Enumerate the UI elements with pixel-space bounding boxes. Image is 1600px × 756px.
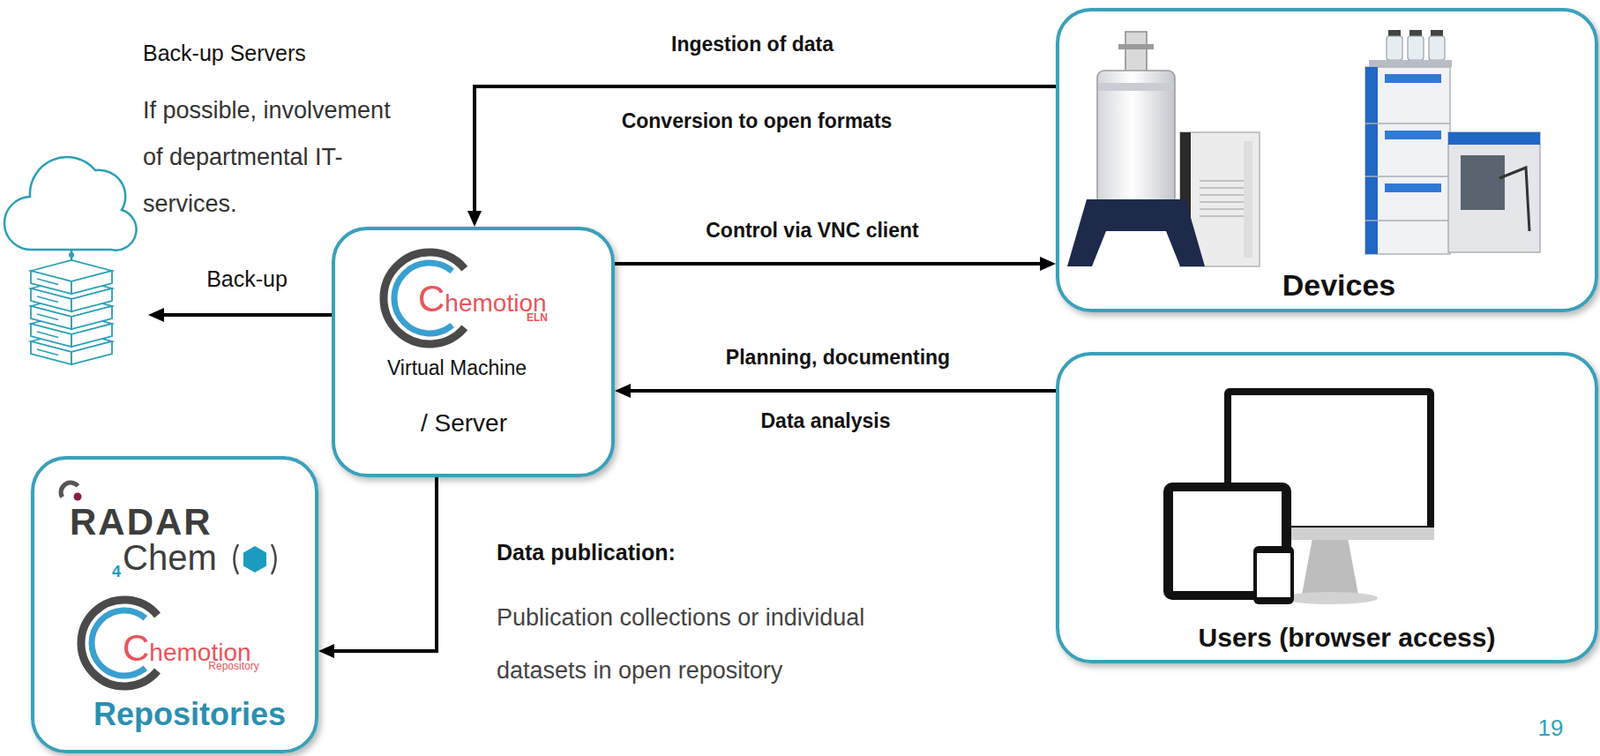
- solvent-bottle: [1386, 36, 1403, 60]
- edge-label: Data publication:: [493, 538, 680, 566]
- group-note: If possible, involvement of departmental…: [142, 87, 404, 228]
- slab-slot: [37, 314, 59, 321]
- logo-subtext: Repository: [208, 660, 259, 673]
- slab-slot: [37, 331, 59, 338]
- console-vents: [1199, 180, 1251, 217]
- group-heading: Back-up Servers: [142, 40, 307, 67]
- autosampler-arm: [1499, 167, 1530, 232]
- autosampler-band: [1448, 132, 1541, 145]
- box-title: / Server: [420, 409, 508, 438]
- solvent-cap: [1409, 29, 1422, 37]
- module-panel: [1384, 74, 1442, 83]
- edge-label: Back-up: [202, 265, 292, 292]
- slab-slot: [37, 278, 59, 285]
- cloud-link-dot: [68, 252, 75, 258]
- logo-text: RADAR: [69, 500, 213, 544]
- magnet-body: [1097, 70, 1175, 205]
- radar-dot: [74, 493, 83, 501]
- solvent-cap: [1388, 29, 1401, 37]
- magnet-legs: [1067, 199, 1205, 267]
- module-panel: [1384, 130, 1442, 140]
- module-seams: [1365, 123, 1451, 221]
- logo-subtext: ELN: [526, 312, 548, 325]
- device-box: Devices: [1055, 7, 1599, 313]
- solvent-tray: [1368, 59, 1452, 68]
- nmr-spectrometer: [1067, 31, 1260, 267]
- monitor-stand: [1301, 538, 1359, 595]
- box-title: Virtual Machine: [387, 356, 527, 380]
- radar-logo-mark: [60, 482, 82, 501]
- flow-arrow: [325, 477, 437, 651]
- page-number: 19: [1538, 714, 1564, 742]
- server-box: ChemotionELNVirtual Machine/ Server: [331, 226, 615, 478]
- hexagon: [243, 545, 267, 573]
- edge-label: Planning, documenting: [722, 345, 954, 371]
- slab-left: [30, 270, 72, 294]
- edge-label: Control via VNC client: [702, 218, 923, 244]
- slab-slot: [37, 349, 59, 356]
- flow-arrow: [614, 261, 1049, 266]
- edge-label: Ingestion of data: [667, 32, 838, 58]
- tablet-frame: [1163, 482, 1292, 600]
- box-title: Users (browser access): [1198, 622, 1496, 654]
- flow-arrow: [621, 388, 1056, 393]
- flow-arrow: [155, 313, 332, 317]
- slab-slot: [37, 296, 59, 303]
- monitor-base: [1282, 591, 1378, 605]
- solvent-bottle: [1428, 36, 1445, 60]
- edge-note: Data analysis: [756, 409, 894, 434]
- server-slab: [30, 260, 113, 294]
- autosampler-window: [1460, 155, 1505, 210]
- flow-arrow: [474, 86, 1056, 220]
- magnet-ring: [1118, 44, 1154, 50]
- magnet-band: [1098, 82, 1174, 91]
- magnet-column: [1125, 31, 1147, 73]
- console-strip: [1243, 141, 1253, 258]
- bracket-left: [234, 544, 240, 575]
- phone-screen: [1256, 553, 1291, 598]
- autosampler: [1448, 132, 1541, 253]
- phone-frame: [1253, 545, 1294, 605]
- chem-hexagon-icon: [234, 544, 277, 575]
- module-side: [1365, 67, 1378, 255]
- module-stack: [1365, 67, 1451, 255]
- repository-box: RADAR4ChemChemotionRepositoryRepositorie…: [30, 456, 319, 754]
- cloud-icon: [4, 157, 137, 251]
- solvent-cap: [1430, 29, 1443, 37]
- user-box: Users (browser access): [1055, 351, 1599, 664]
- slab-right: [71, 270, 113, 294]
- box-title: Repositories: [93, 695, 286, 733]
- cloud-server-icon: [4, 157, 137, 365]
- logo-text: 4Chem: [112, 537, 217, 582]
- user-devices: [1163, 388, 1435, 605]
- module-panel: [1384, 183, 1442, 193]
- box-title: Devices: [1282, 268, 1397, 303]
- solvent-bottle: [1407, 36, 1424, 60]
- hplc-system: [1365, 29, 1541, 255]
- bracket-right: [271, 544, 277, 575]
- edge-note: Conversion to open formats: [618, 109, 897, 135]
- publication-note: Publication collections or individual da…: [496, 590, 912, 697]
- backup-server-group: Back-up ServersIf possible, involvement …: [3, 145, 149, 368]
